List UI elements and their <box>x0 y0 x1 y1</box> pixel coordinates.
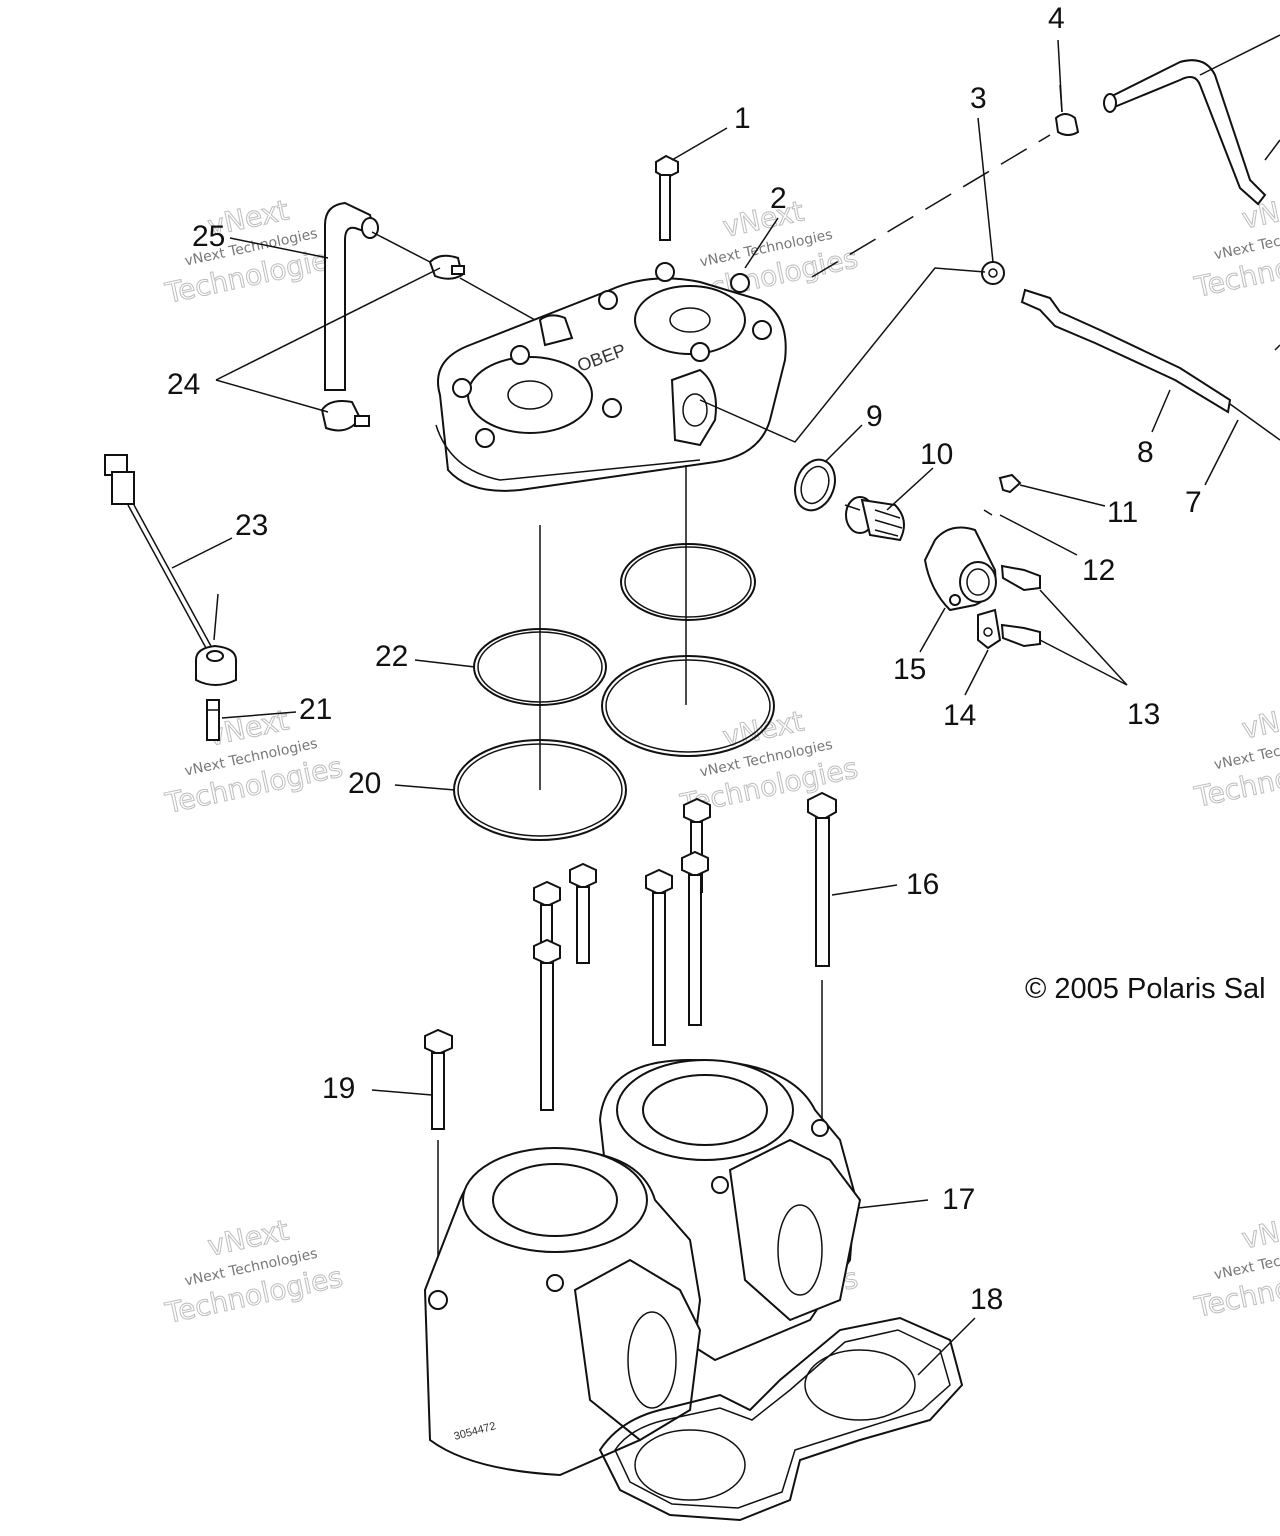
callout-7: 7 <box>1185 486 1202 519</box>
o-ring-upper-right <box>620 543 756 621</box>
rubber-grommet <box>195 644 237 686</box>
callout-13: 13 <box>1127 698 1160 731</box>
callout-numbers: 1 2 3 4 7 8 9 10 11 12 13 14 15 16 17 18… <box>167 2 1202 1316</box>
temperature-sensor <box>104 454 213 649</box>
callout-4: 4 <box>1048 2 1065 35</box>
callout-25: 25 <box>192 220 225 253</box>
svg-text:vNext: vNext <box>1239 1206 1280 1255</box>
callout-12: 12 <box>1082 554 1115 587</box>
o-ring-lower-right <box>601 655 775 757</box>
callout-19: 19 <box>322 1072 355 1105</box>
callout-22: 22 <box>375 640 408 673</box>
watermark-7: vNext vNext Technologies Technologies <box>161 1213 346 1331</box>
leader-lines <box>171 39 1239 1376</box>
callout-16: 16 <box>906 868 939 901</box>
screw-21 <box>206 699 220 741</box>
bolts-13 <box>1000 564 1041 648</box>
gasket-washer-3 <box>981 261 1005 285</box>
temp-probe-7-8 <box>1020 288 1280 441</box>
callout-10: 10 <box>920 438 953 471</box>
watermark-3: vNext vNext Technologies Technologies <box>1191 186 1280 305</box>
cylinder-block: 3054472 <box>423 1058 862 1477</box>
callout-24: 24 <box>167 368 200 401</box>
callout-20: 20 <box>348 767 381 800</box>
thermostat-10 <box>845 496 905 542</box>
thermostat-housing-15 <box>923 526 997 612</box>
callout-23: 23 <box>235 509 268 542</box>
base-gasket <box>598 1316 964 1522</box>
callout-18: 18 <box>970 1283 1003 1316</box>
watermark-1: vNext vNext Technologies Technologies <box>161 193 346 311</box>
screw-11 <box>998 473 1022 494</box>
bypass-hose <box>324 201 379 391</box>
head-bolt <box>655 154 679 241</box>
cylinder-head: OBEP <box>435 262 787 492</box>
callout-2: 2 <box>770 182 787 215</box>
watermark-6: vNext vNext Technologies Technologies <box>1191 696 1280 815</box>
thermostat-gasket-9 <box>794 458 836 512</box>
callout-8: 8 <box>1137 436 1154 469</box>
hose-clamp-lower <box>320 400 370 432</box>
clamp-4 <box>1054 113 1080 136</box>
callout-14: 14 <box>943 699 976 732</box>
callout-3: 3 <box>970 82 987 115</box>
hose-clamp-upper <box>428 254 465 280</box>
copyright-text: © 2005 Polaris Sal <box>1025 973 1266 1005</box>
callout-11: 11 <box>1107 496 1138 529</box>
callout-17: 17 <box>942 1183 975 1216</box>
watermark-9: vNext vNext Technologies Technologies <box>1191 1206 1280 1325</box>
callout-21: 21 <box>299 693 332 726</box>
bracket-14 <box>977 608 1002 650</box>
callout-15: 15 <box>893 653 926 686</box>
washer-12 <box>983 509 993 516</box>
bypass-hose-upper <box>1103 59 1267 206</box>
callout-1: 1 <box>734 102 751 135</box>
svg-text:vNext: vNext <box>1239 696 1280 745</box>
callout-9: 9 <box>866 400 883 433</box>
